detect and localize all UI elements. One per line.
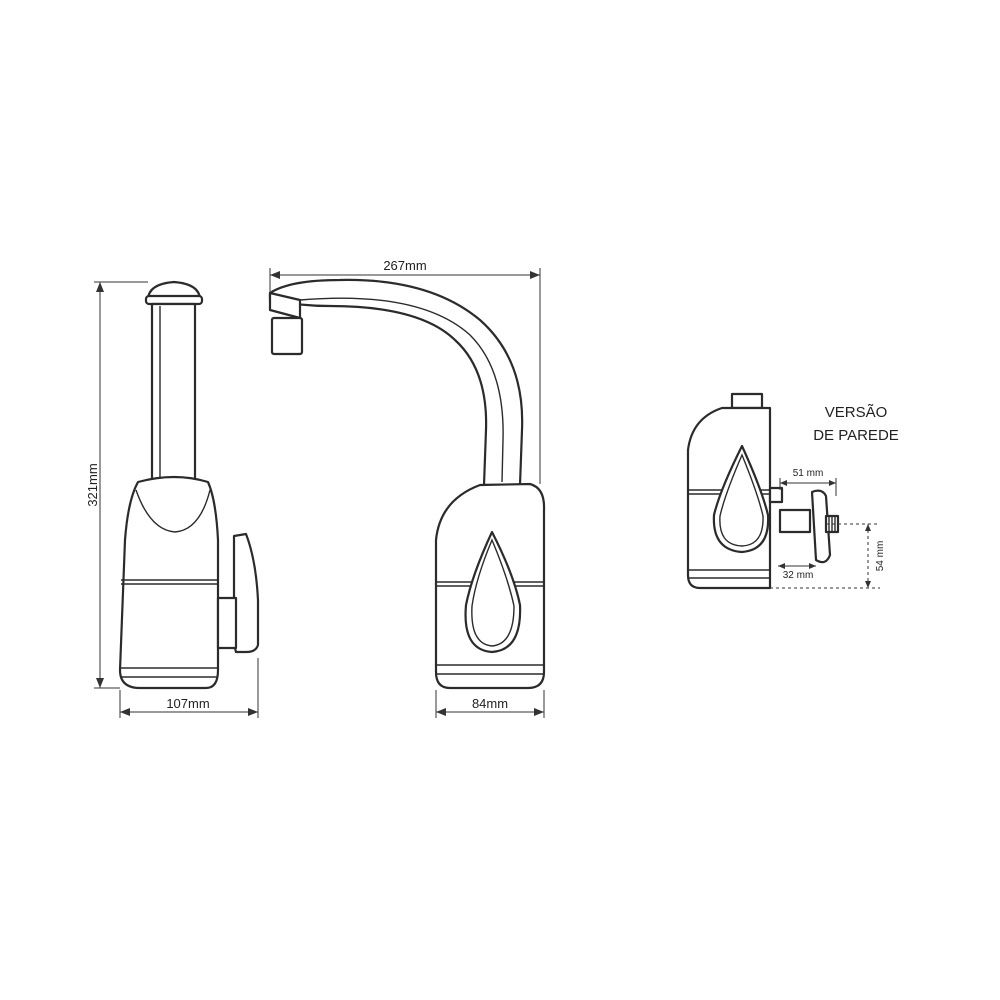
wall-height-dimension: 54 mm xyxy=(770,523,886,589)
wall-version-title-line1: VERSÃO xyxy=(825,404,888,421)
front-gooseneck-spout xyxy=(268,278,524,487)
wall-flange xyxy=(810,489,832,564)
front-view xyxy=(268,278,546,690)
side-handle-hub xyxy=(216,596,238,650)
side-body-collar xyxy=(135,489,211,533)
front-width-label: 84mm xyxy=(472,696,508,711)
reach-dimension: 267mm xyxy=(269,258,541,484)
wall-droplet-handle xyxy=(712,444,770,554)
reach-label: 267mm xyxy=(383,258,426,273)
wall-inner-dimension: 32 mm xyxy=(778,563,816,581)
wall-version-view xyxy=(686,392,840,590)
side-spout-lip xyxy=(144,294,204,306)
front-droplet-handle xyxy=(464,530,522,654)
wall-depth-label: 51 mm xyxy=(793,468,824,479)
wall-connector-nut xyxy=(778,508,812,534)
wall-inner-label: 32 mm xyxy=(783,570,814,581)
height-dimension: 321mm xyxy=(85,281,148,689)
side-view xyxy=(118,280,260,690)
front-droplet-inner xyxy=(471,538,515,647)
front-width-dimension: 84mm xyxy=(435,690,545,718)
side-riser-tube xyxy=(150,302,197,484)
wall-height-label: 54 mm xyxy=(875,541,886,572)
wall-depth-dimension: 51 mm xyxy=(779,468,837,496)
side-width-label: 107mm xyxy=(166,696,209,711)
front-aerator xyxy=(270,316,304,356)
wall-connector-neck xyxy=(768,486,784,504)
front-spout-shade xyxy=(299,297,504,483)
wall-version-title-line2: DE PAREDE xyxy=(813,427,899,444)
side-body xyxy=(118,475,220,690)
wall-droplet-inner xyxy=(719,453,764,547)
side-width-dimension: 107mm xyxy=(119,658,259,718)
wall-top-stub xyxy=(730,392,764,410)
height-label: 321mm xyxy=(85,463,100,506)
